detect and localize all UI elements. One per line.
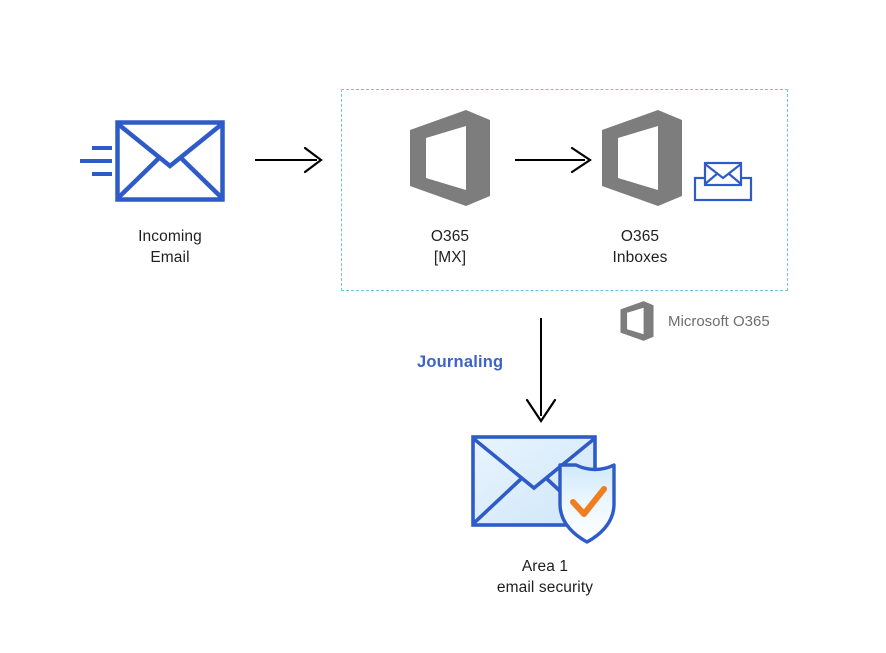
arrow-journaling-down	[515, 318, 569, 424]
office365-icon	[618, 300, 656, 342]
incoming-email-envelope-icon	[115, 120, 225, 202]
office365-icon	[596, 108, 688, 208]
arrow-incoming-to-o365	[255, 145, 325, 175]
caption-o365-mx: O365 [MX]	[430, 228, 470, 266]
journaling-label: Journaling	[417, 353, 504, 371]
secure-envelope-shield-icon	[470, 432, 635, 547]
o365-boundary-box	[341, 89, 788, 291]
legend: Microsoft O365	[618, 300, 770, 342]
office365-icon	[404, 108, 496, 208]
inbox-tray-icon	[693, 160, 753, 202]
legend-label: Microsoft O365	[668, 312, 770, 330]
speed-lines-icon	[78, 143, 114, 179]
arrow-mx-to-inboxes	[515, 145, 595, 175]
caption-o365-inboxes: O365 Inboxes	[612, 228, 668, 266]
caption-incoming-email: Incoming Email	[138, 228, 202, 266]
caption-area1: Area 1 email security	[496, 558, 594, 596]
